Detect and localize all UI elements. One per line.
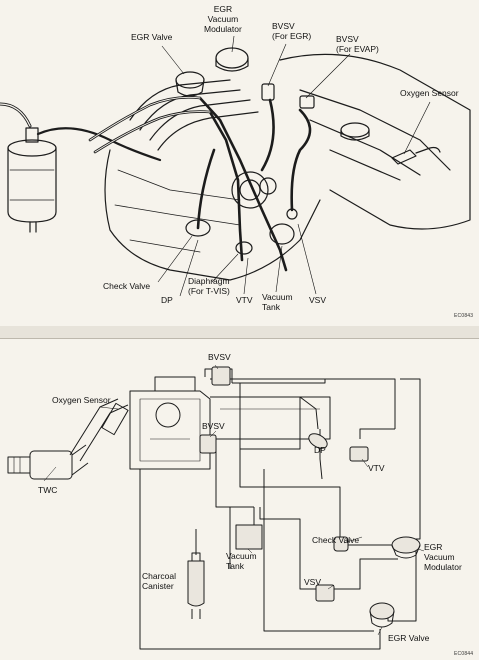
vacuum-schematic-panel: BVSV Oxygen Sensor BVSV DP VTV TWC Check…	[0, 338, 479, 660]
label-diaphragm: Diaphragm (For T-VIS)	[188, 276, 230, 296]
label-check-valve-schematic: Check Valve	[312, 535, 360, 545]
label-egr-vacuum-modulator-schematic: EGR Vacuum Modulator	[424, 542, 462, 572]
charcoal-canister-drawing	[7, 127, 57, 233]
label-egr-vacuum-modulator: EGR Vacuum Modulator	[204, 4, 242, 34]
panel-separator	[0, 326, 479, 338]
label-bvsv-evap: BVSV (For EVAP)	[336, 34, 379, 54]
label-vsv: VSV	[309, 295, 327, 305]
label-check-valve: Check Valve	[103, 281, 151, 291]
figure-code-top: EC0843	[454, 313, 474, 319]
label-vtv: VTV	[236, 295, 253, 305]
label-egr-valve: EGR Valve	[131, 32, 173, 42]
label-twc: TWC	[38, 485, 58, 495]
label-vsv-schematic: VSV	[304, 577, 322, 587]
label-vacuum-tank: Vacuum Tank	[262, 292, 293, 312]
label-charcoal-canister: Charcoal Canister	[142, 571, 177, 591]
label-bvsv-egr: BVSV (For EGR)	[272, 21, 312, 41]
label-egr-valve-schematic: EGR Valve	[388, 633, 430, 643]
engine-illustration-panel: EGR Vacuum Modulator EGR Valve BVSV (For…	[0, 0, 479, 327]
figure-code-bottom: EC0844	[454, 651, 474, 657]
label-vtv-schematic: VTV	[368, 463, 385, 473]
label-bvsv-mid: BVSV	[202, 421, 225, 431]
label-oxygen-sensor: Oxygen Sensor	[400, 88, 459, 98]
label-dp: DP	[161, 295, 173, 305]
label-oxygen-sensor-schematic: Oxygen Sensor	[52, 395, 111, 405]
engine-illustration	[0, 35, 471, 297]
label-vacuum-tank-schematic: Vacuum Tank	[226, 551, 257, 571]
label-dp-schematic: DP	[314, 445, 326, 455]
vacuum-schematic	[7, 364, 425, 650]
label-bvsv-top: BVSV	[208, 352, 231, 362]
